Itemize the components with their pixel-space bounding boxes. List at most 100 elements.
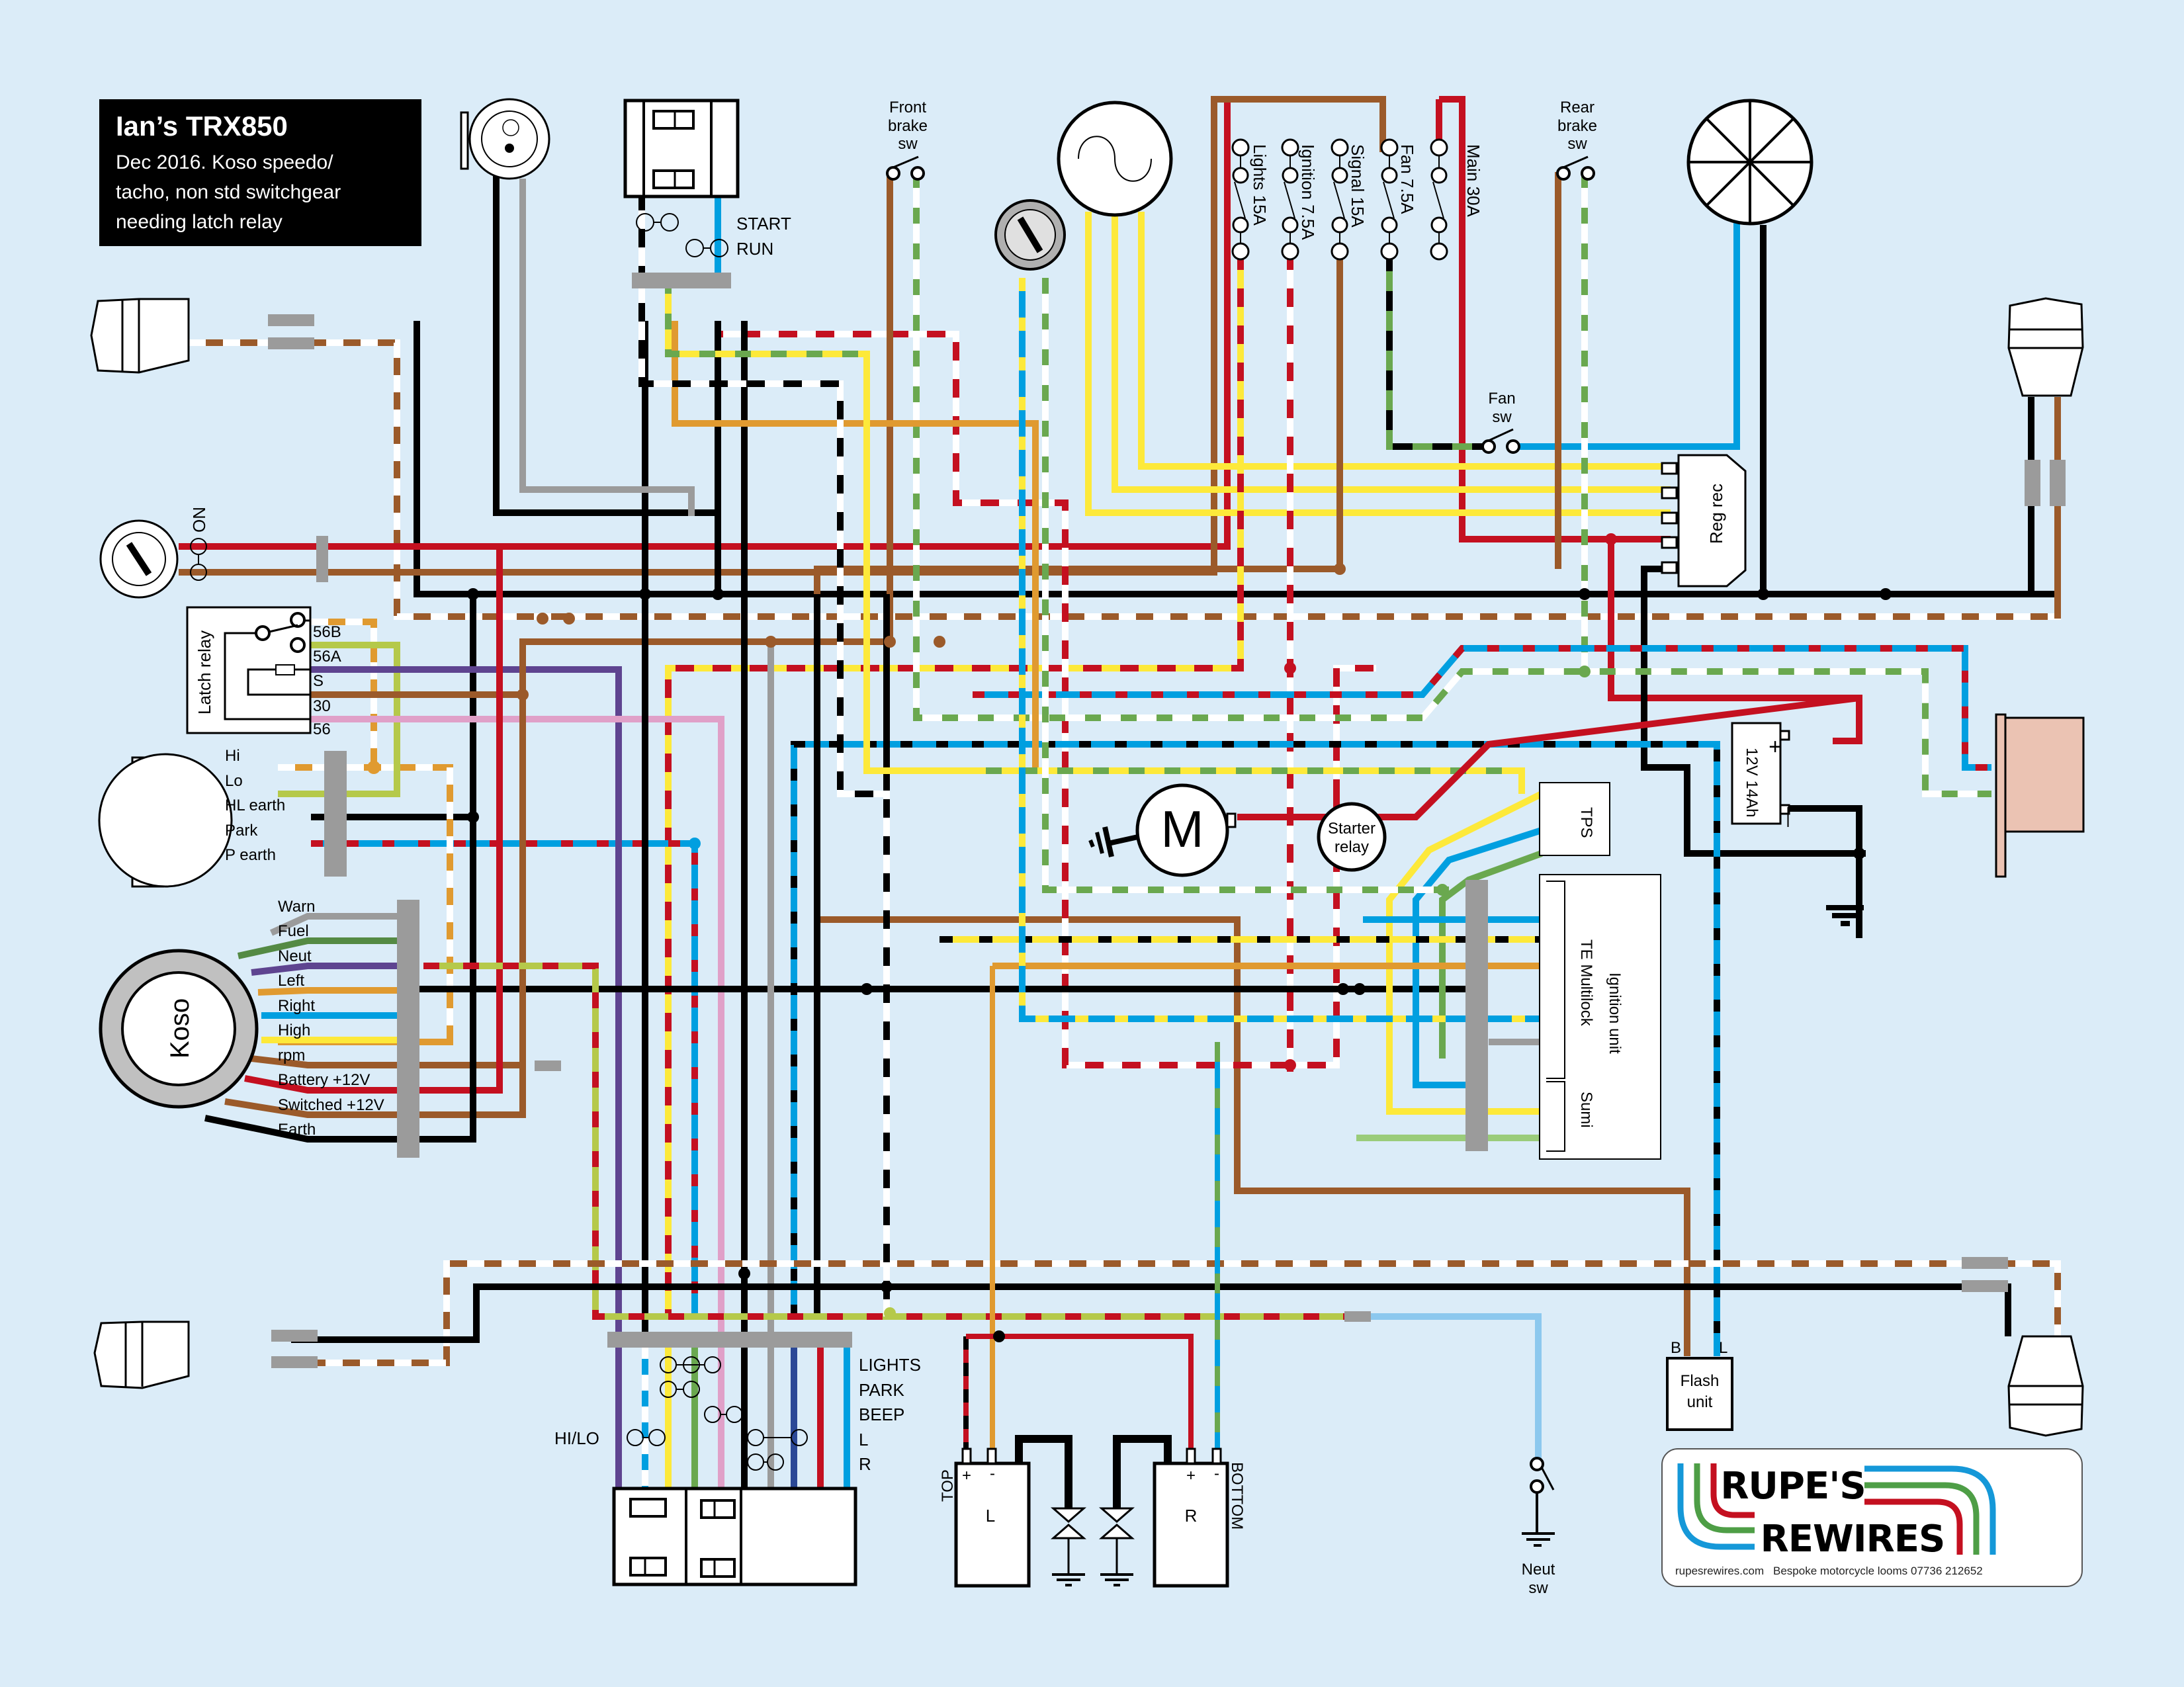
switch-position-r: R — [859, 1454, 871, 1474]
koso-wire-neut: Neut — [278, 947, 312, 965]
junction-dot — [884, 636, 896, 648]
front-brake-label-1: Front — [889, 99, 926, 116]
starter-relay: Starter relay — [1317, 802, 1387, 872]
ignition-unit: TE Multilock Sumi Ignition unit — [1539, 874, 1661, 1160]
connector-front-ind-right-1 — [2025, 460, 2040, 506]
wire-koso-warn — [269, 913, 400, 936]
fuse-ignition-label: Ignition 7.5A — [1298, 144, 1318, 240]
starter-relay-label-1: Starter — [1328, 820, 1376, 838]
key-icon — [126, 542, 152, 576]
title-block-background — [99, 99, 421, 246]
junctions — [367, 533, 1892, 1342]
rear-brake-label-1: Rear — [1560, 99, 1594, 116]
junction-dot — [712, 588, 724, 600]
wire-tail-blue-red — [973, 645, 1991, 771]
tps: TPS — [1539, 782, 1610, 856]
junction-dot — [1354, 983, 1366, 995]
junction-dot — [1334, 563, 1346, 575]
latch-pin-56b: 56B — [313, 623, 341, 641]
battery-label: 12V 14Ah — [1743, 748, 1761, 817]
junction-dot — [881, 1281, 893, 1293]
wire-latch-s-purple — [311, 666, 622, 1489]
fuse-signal: Signal 15A — [1331, 138, 1368, 261]
title-text: Ian’s TRX850 — [116, 110, 288, 142]
junction-dot — [1605, 533, 1617, 545]
connector-ignition — [316, 536, 328, 582]
wire-neutral-light-stripe — [423, 963, 1363, 1320]
junction-dot — [537, 613, 548, 625]
junction-dot — [861, 983, 873, 995]
junction-dot — [738, 1268, 750, 1279]
connector-blocks — [268, 273, 2066, 1368]
ac-sine-icon — [1078, 136, 1152, 182]
latch-relay: Latch relay 56B 56A S 30 56 — [186, 606, 341, 738]
connector-front-ind-right-2 — [2050, 460, 2066, 506]
ignition-unit-label: Ignition unit — [1606, 973, 1624, 1054]
junction-dot — [1284, 1059, 1296, 1071]
horn-left: + - L TOP — [939, 1435, 1087, 1588]
connector-rear-ind-left-1 — [271, 1330, 318, 1342]
switch-contact-icon — [1481, 439, 1496, 454]
junction-dot — [1284, 662, 1296, 674]
latch-pin-s: S — [313, 672, 324, 690]
logo-website[interactable]: rupesrewires.com — [1675, 1565, 1764, 1577]
horn-left-plus: + — [962, 1467, 971, 1485]
indicator-rear-right — [2007, 1335, 2084, 1437]
wires — [179, 96, 2061, 1489]
wire-ign-blue-yellow-stripe — [1019, 278, 1542, 1022]
switch-position-lights: LIGHTS — [859, 1355, 921, 1375]
title-line-1: Dec 2016. Koso speedo/ — [116, 151, 333, 173]
horn-right-label: R — [1185, 1506, 1198, 1526]
ignition-barrel — [994, 199, 1066, 271]
horn-icon — [2004, 716, 2085, 833]
connector-rear-ind-left-2 — [271, 1356, 318, 1368]
junction-dot — [639, 588, 651, 600]
ignition-on-label: ON — [189, 507, 209, 533]
connector-right-switchgear — [632, 273, 731, 288]
neutral-switch: Neut sw — [1522, 1457, 1555, 1597]
latch-pin-56: 56 — [313, 720, 331, 738]
switch-contact-icon — [886, 166, 900, 181]
fan-switch-label-1: Fan — [1488, 390, 1515, 408]
motor-icon — [1135, 783, 1229, 877]
ignition-switch: ON — [99, 507, 209, 599]
rear-brake-label-2: brake — [1557, 117, 1597, 135]
wire-koso-left — [257, 987, 400, 996]
koso-face — [121, 971, 236, 1086]
ignition-unit-sumi: Sumi — [1577, 1092, 1595, 1128]
headlight-wire-park: Park — [225, 822, 258, 840]
koso-label: Koso — [165, 998, 195, 1059]
title-line-2: tacho, non std switchgear — [116, 181, 341, 203]
fan-switch: Fan sw — [1481, 390, 1520, 454]
wire-stator-1 — [1085, 212, 1671, 516]
fuse-ignition: Ignition 7.5A — [1281, 138, 1318, 261]
switch-position-start: START — [736, 214, 791, 234]
wire-stator-2 — [1112, 212, 1671, 493]
koso-wire-rpm: rpm — [278, 1047, 305, 1064]
koso-dash: Koso Warn Fuel Neut Left Right High rpm … — [99, 898, 384, 1139]
reg-rec-body — [1677, 454, 1747, 587]
switch-position-run: RUN — [736, 239, 773, 259]
wire-horn-black — [493, 152, 721, 594]
wire-koso-fuel — [237, 937, 400, 959]
horn-right: + - R BOTTOM — [1098, 1435, 1246, 1588]
latch-pin-30: 30 — [313, 697, 331, 715]
flash-unit-body — [1666, 1357, 1733, 1431]
wire-tps-green — [1439, 850, 1543, 1059]
horn-left-side: TOP — [939, 1469, 957, 1502]
latch-pin-56a: 56A — [313, 648, 341, 666]
indicator-front-right — [2007, 297, 2084, 397]
wire-neutral-sw — [1363, 1313, 1542, 1462]
wire-grey-sensor — [519, 179, 695, 516]
junction-dot — [1757, 588, 1769, 600]
diode-icon — [1098, 1507, 1135, 1586]
junction-dot — [1880, 588, 1892, 600]
connector-rear-ind-right-1 — [1962, 1257, 2008, 1269]
rear-brake-label-3: sw — [1567, 135, 1587, 153]
headlight: Hi Lo HL earth Park P earth — [98, 747, 285, 888]
wire-green-white-ign-stripe — [1042, 278, 1449, 893]
horn-left-label: L — [986, 1506, 995, 1526]
starter-relay-body — [1317, 802, 1387, 872]
flash-unit-pin-l: L — [1719, 1339, 1727, 1357]
